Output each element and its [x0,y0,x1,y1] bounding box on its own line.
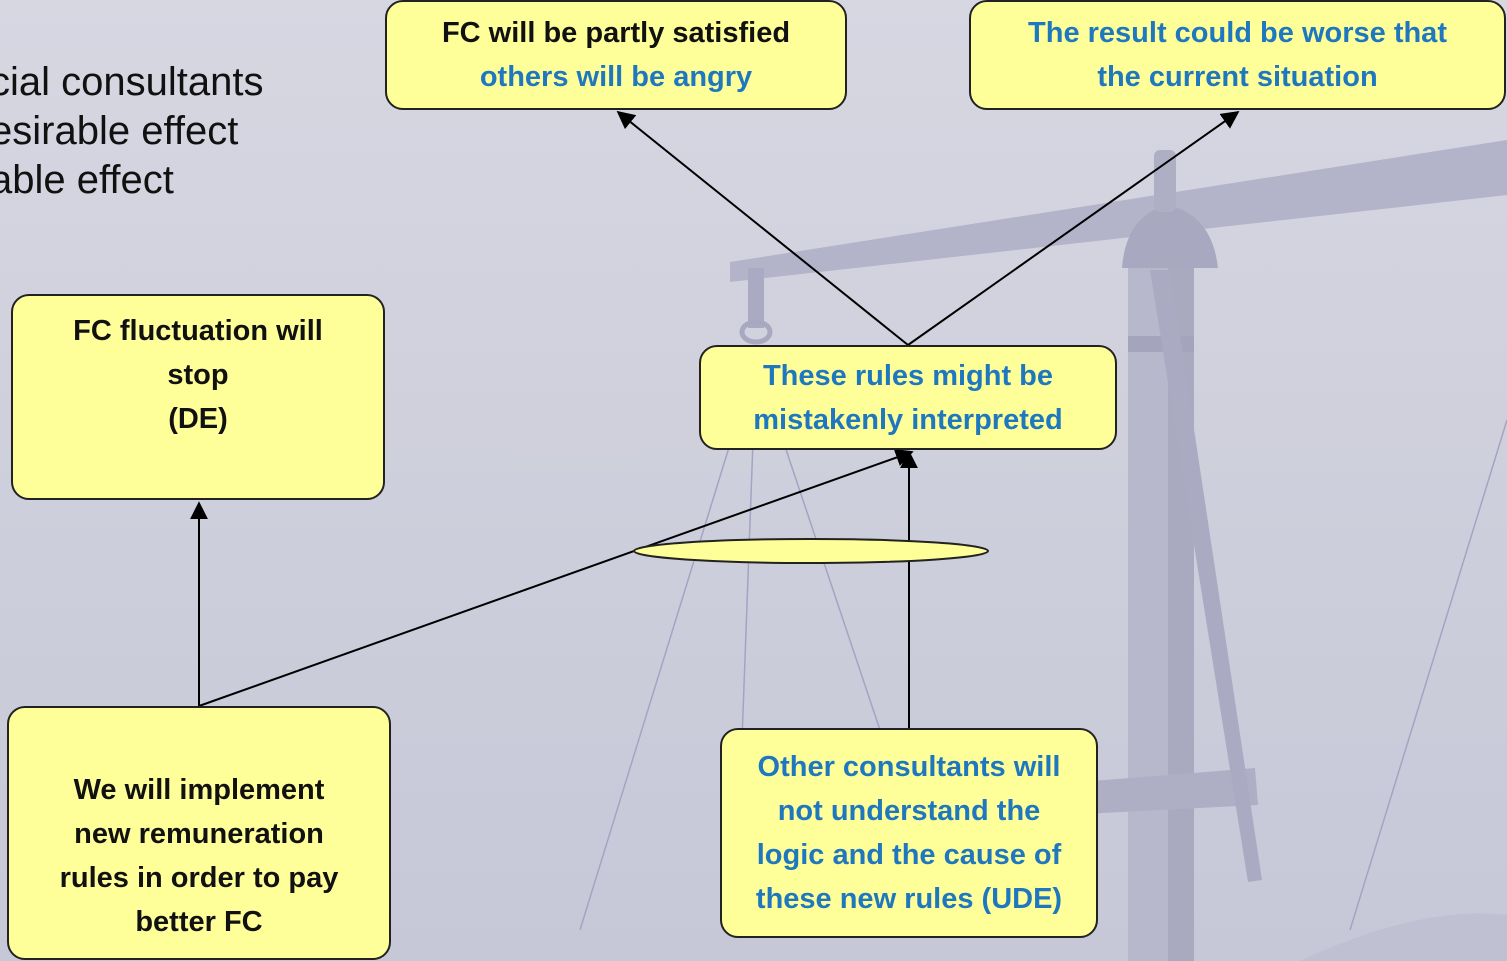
node-text-line: rules in order to pay [59,862,339,894]
node-text-line: These rules might be [762,359,1054,392]
scale-string-far-right [1349,419,1507,931]
node-text-line: the current situation [1097,61,1378,93]
and-connector-ellipse [633,538,989,564]
scale-bell [1122,205,1218,268]
arrow-misinterpreted-to-partly-satisfied [616,110,909,346]
node-text-line: FC fluctuation will [73,315,323,347]
node-text-line: FC will be partly satisfied [441,17,791,49]
node-fc-partly-satisfied: FC will be partly satisfied others will … [385,0,847,110]
node-text-line: We will implement [73,774,325,806]
node-result-worse: The result could be worse that the curre… [969,0,1506,110]
background-bullet-text: cial consultants esirable effect able ef… [0,58,350,205]
node-text-line: new remuneration [74,818,324,850]
node-text-line: stop [167,359,229,391]
bullet-line-1: cial consultants [0,60,264,104]
node-rules-misinterpreted: These rules might be mistakenly interpre… [699,345,1117,450]
node-text-line: better FC [135,906,263,938]
bullet-line-3: able effect [0,158,174,202]
node-text-line: others will be angry [479,61,753,93]
node-text-line: mistakenly interpreted [753,403,1063,436]
scale-string-left [579,359,757,931]
node-fc-fluctuation: FC fluctuation will stop (DE) [11,294,385,500]
node-text-line: not understand the [777,795,1041,827]
node-implement-rules: We will implement new remuneration rules… [7,706,391,960]
scale-hanging-rod [1150,270,1262,882]
scale-beam [730,140,1507,282]
scale-crossbar [1080,768,1258,814]
bullet-line-2: esirable effect [0,109,239,153]
arrow-implement-to-misinterpreted [198,448,914,707]
arrow-misinterpreted-to-worse-result [907,110,1240,346]
scale-cap [1154,150,1176,212]
scale-hanger-rod [748,268,764,328]
node-text-line: The result could be worse that [1028,17,1447,49]
node-text-line: Other consultants will [757,751,1061,783]
node-text-line: (DE) [168,403,228,435]
scale-hook [739,319,773,345]
scale-base-arc [1300,913,1507,961]
node-text-line: logic and the cause of [756,839,1062,871]
node-text-line: these new rules (UDE) [755,883,1063,915]
node-other-consultants: Other consultants will not understand th… [720,728,1098,938]
